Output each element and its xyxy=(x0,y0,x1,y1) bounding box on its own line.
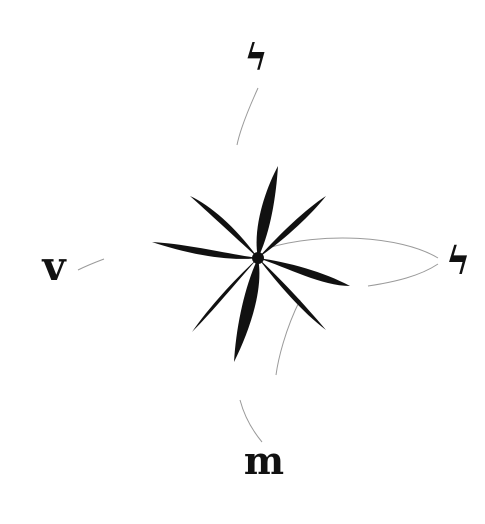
south-guide-line xyxy=(240,400,262,442)
center-hub xyxy=(252,252,264,264)
petal-south xyxy=(234,258,259,362)
star-petals xyxy=(152,166,350,362)
west-guide-line xyxy=(78,259,104,270)
east-guide-line-upper xyxy=(268,238,438,258)
north-guide-line xyxy=(237,88,258,145)
south-glyph: m xyxy=(244,438,284,483)
north-glyph: ϟ xyxy=(244,37,268,79)
east-guide-line-lower xyxy=(368,264,438,286)
southeast-guide-line xyxy=(276,300,300,375)
petal-west xyxy=(152,242,258,259)
west-glyph: v xyxy=(41,243,67,290)
east-glyph: ϟ xyxy=(445,238,470,283)
